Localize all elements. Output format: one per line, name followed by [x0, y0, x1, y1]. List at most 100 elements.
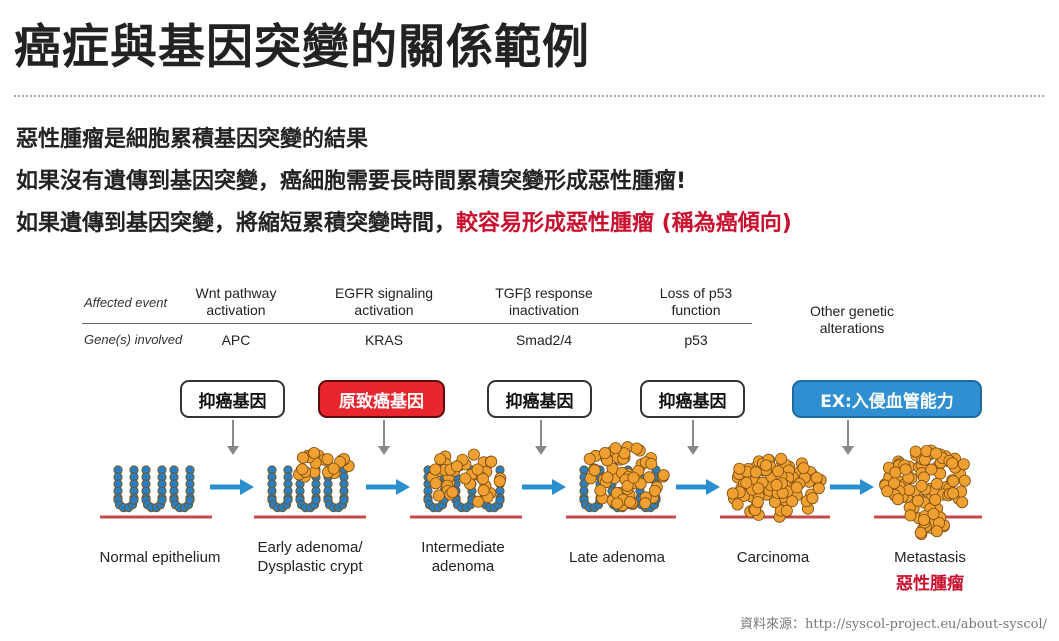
cell — [613, 453, 626, 466]
cell — [479, 462, 492, 475]
cell — [772, 482, 785, 495]
cell — [157, 479, 167, 489]
cell — [917, 513, 930, 526]
gene-1-label: APC — [221, 332, 251, 348]
stage-1-label: Normal epithelium — [99, 549, 221, 566]
cell — [760, 488, 773, 501]
cell — [129, 472, 139, 482]
cell — [283, 479, 293, 489]
cell — [309, 456, 322, 469]
cell — [957, 458, 970, 471]
cell — [645, 503, 656, 513]
flow-arrowhead — [552, 479, 566, 495]
cell — [113, 465, 123, 475]
cell — [779, 458, 792, 471]
cell — [768, 496, 781, 509]
cell — [283, 493, 293, 503]
cell — [771, 486, 784, 499]
cell — [311, 472, 321, 482]
cell — [309, 500, 320, 510]
cell — [268, 500, 279, 510]
cell — [451, 493, 461, 503]
cell — [283, 495, 293, 505]
cell — [451, 479, 461, 489]
cell — [923, 516, 936, 529]
cell — [579, 495, 589, 505]
cell — [323, 479, 333, 489]
gray-arrowhead — [687, 446, 699, 455]
cell — [429, 477, 442, 490]
cell — [303, 451, 316, 464]
cell — [428, 503, 439, 513]
cell — [606, 494, 619, 507]
cell — [914, 526, 927, 539]
cell — [911, 494, 924, 507]
cell — [650, 481, 663, 494]
cell — [639, 456, 652, 469]
cell — [601, 471, 614, 484]
cell — [793, 477, 806, 490]
cell — [439, 495, 449, 505]
cell — [902, 471, 915, 484]
cell — [656, 470, 669, 483]
genes-involved-label: Gene(s) involved — [84, 332, 183, 347]
cell — [800, 495, 813, 508]
cell — [772, 465, 785, 478]
cell — [583, 452, 596, 465]
cell — [479, 465, 489, 475]
cell — [726, 487, 739, 500]
cell — [812, 482, 825, 495]
cell — [283, 465, 293, 475]
cell — [423, 479, 433, 489]
cell — [623, 493, 633, 503]
cell — [908, 485, 921, 498]
cell — [918, 453, 931, 466]
cell — [493, 475, 506, 488]
cell — [185, 472, 195, 482]
cell — [157, 472, 167, 482]
cell — [295, 465, 305, 475]
cell — [339, 479, 349, 489]
intro-line-2: 如果沒有遺傳到基因突變，癌細胞需要長時間累積突變形成惡性腫瘤! — [16, 169, 687, 194]
cell — [931, 502, 944, 515]
cell — [907, 502, 920, 515]
cell — [495, 493, 505, 503]
cell — [749, 474, 762, 487]
cell — [327, 462, 340, 475]
cell — [151, 503, 162, 513]
cell — [810, 471, 823, 484]
tumor-suppressor-tag-2: 抑癌基因 — [487, 380, 592, 418]
cell — [773, 472, 786, 485]
cell — [635, 493, 645, 503]
cell — [423, 493, 433, 503]
cell — [624, 496, 637, 509]
cell — [451, 495, 461, 505]
cell — [589, 503, 600, 513]
cell — [622, 468, 635, 481]
cell — [809, 474, 822, 487]
cell — [948, 452, 961, 465]
cell — [596, 492, 609, 505]
cell — [439, 486, 449, 496]
cell — [444, 463, 457, 476]
cell — [643, 471, 656, 484]
cell — [929, 493, 942, 506]
cell — [904, 509, 917, 522]
cell — [782, 460, 795, 473]
cell — [308, 449, 321, 462]
cell — [267, 479, 277, 489]
cell — [608, 500, 619, 510]
cell — [635, 458, 648, 471]
cell — [579, 472, 589, 482]
cell — [770, 478, 783, 491]
cell — [806, 468, 819, 481]
cell — [443, 477, 456, 490]
cell — [169, 486, 179, 496]
cell — [609, 442, 622, 455]
cell — [439, 450, 452, 463]
cell — [311, 495, 321, 505]
intro-line-3-highlight: 較容易形成惡性腫瘤 (稱為癌傾向) — [456, 211, 792, 236]
cell — [775, 470, 788, 483]
flow-arrowhead — [240, 479, 254, 495]
cell — [481, 491, 494, 504]
